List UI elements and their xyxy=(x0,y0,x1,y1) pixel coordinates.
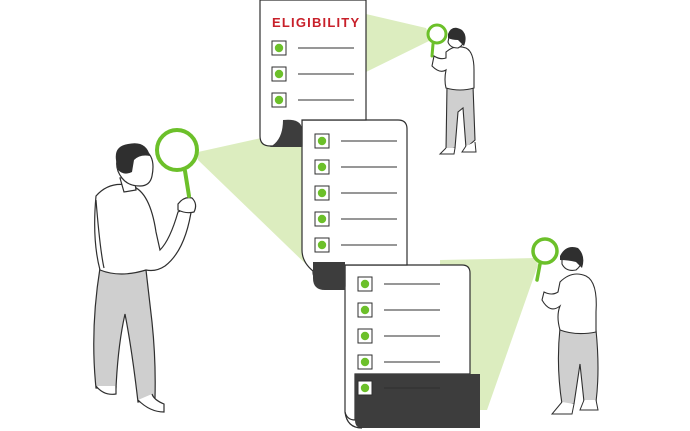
person-bottom-right-hair xyxy=(560,247,584,268)
magnifying-glass-icon xyxy=(426,23,448,58)
check-mark-dot xyxy=(274,69,284,79)
checklist-row xyxy=(357,302,440,318)
magnifying-glass-icon xyxy=(155,128,199,198)
beam-left xyxy=(198,129,313,271)
checklist-row xyxy=(357,354,440,370)
person-top-right xyxy=(426,23,477,155)
person-left-hair xyxy=(115,143,150,174)
document-sheet-3 xyxy=(344,264,480,429)
checklist-row xyxy=(314,211,397,227)
sheet-2-fold xyxy=(313,262,345,290)
beam-top-right xyxy=(366,14,431,72)
check-mark-dot xyxy=(274,95,284,105)
person-top-right-shirt xyxy=(431,46,475,91)
person-top-right-hair xyxy=(448,27,466,46)
person-left-pants xyxy=(93,266,156,403)
check-mark-dot xyxy=(360,279,370,289)
checklist-items xyxy=(271,40,440,396)
check-mark-dot xyxy=(360,357,370,367)
sheet-3-fold xyxy=(355,374,480,428)
person-bottom-right-pants xyxy=(557,327,599,405)
check-mark-dot xyxy=(317,162,327,172)
document-sheet-1: ELIGIBILITY xyxy=(259,0,367,147)
check-mark-dot xyxy=(274,43,284,53)
checklist-row xyxy=(271,92,354,108)
checklist-row xyxy=(271,66,354,82)
checklist-row xyxy=(314,185,397,201)
document-title: ELIGIBILITY xyxy=(272,15,360,30)
person-left-shirt xyxy=(94,183,193,275)
checklist-row xyxy=(314,133,397,149)
magnifying-glass-icon xyxy=(531,237,559,282)
checklist-row xyxy=(357,276,440,292)
checklist-row xyxy=(357,380,440,396)
check-mark-dot xyxy=(317,214,327,224)
check-mark-dot xyxy=(317,240,327,250)
check-mark-dot xyxy=(317,188,327,198)
check-mark-dot xyxy=(317,136,327,146)
sheet-1-fold xyxy=(270,119,302,147)
check-mark-dot xyxy=(360,383,370,393)
checklist-row xyxy=(357,328,440,344)
checklist-row xyxy=(314,159,397,175)
checklist-row xyxy=(271,40,354,56)
person-left-hand xyxy=(177,197,197,214)
person-bottom-right-shirt xyxy=(541,273,597,335)
person-left xyxy=(93,128,199,413)
person-bottom-right xyxy=(531,237,599,415)
check-mark-dot xyxy=(360,305,370,315)
check-mark-dot xyxy=(360,331,370,341)
checklist-row xyxy=(314,237,397,253)
person-top-right-pants xyxy=(445,85,476,151)
